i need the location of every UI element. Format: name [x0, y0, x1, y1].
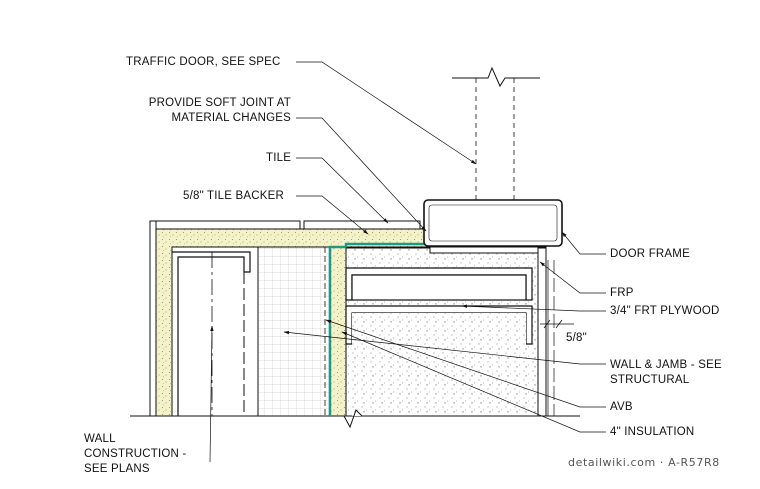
- label-wall-construction-line2: CONSTRUCTION -: [84, 448, 187, 460]
- label-wall-construction-line1: WALL: [84, 433, 116, 445]
- label-dimension: 5/8": [566, 332, 587, 344]
- label-tile: TILE: [266, 152, 292, 164]
- door-break-line: [452, 66, 540, 88]
- watermark: detailwiki.com · A-R57R8: [568, 456, 720, 469]
- label-frp: FRP: [610, 287, 634, 299]
- label-door-frame: DOOR FRAME: [610, 248, 690, 260]
- steel-channels: [345, 267, 533, 416]
- label-wall-jamb-line2: STRUCTURAL: [610, 374, 690, 386]
- label-traffic-door: TRAFFIC DOOR, SEE SPEC: [126, 56, 281, 68]
- label-tile-backer: 5/8" TILE BACKER: [183, 190, 285, 202]
- insulation: [257, 246, 331, 417]
- label-wall-jamb-line1: WALL & JAMB - SEE: [610, 359, 722, 371]
- label-wall-construction-line3: SEE PLANS: [84, 463, 150, 475]
- leader-lines: [209, 61, 606, 463]
- avb-line: [328, 242, 428, 416]
- break-line: [343, 409, 546, 429]
- label-avb: AVB: [610, 401, 633, 413]
- frt-plywood: [537, 247, 547, 417]
- label-soft-joint-line2: MATERIAL CHANGES: [171, 112, 291, 124]
- dimension-5-8: [540, 319, 574, 329]
- label-frt-plywood: 3/4" FRT PLYWOOD: [610, 305, 720, 317]
- door-frame: [423, 199, 563, 247]
- label-insulation: 4" INSULATION: [610, 426, 695, 438]
- label-soft-joint-line1: PROVIDE SOFT JOINT AT: [148, 97, 291, 109]
